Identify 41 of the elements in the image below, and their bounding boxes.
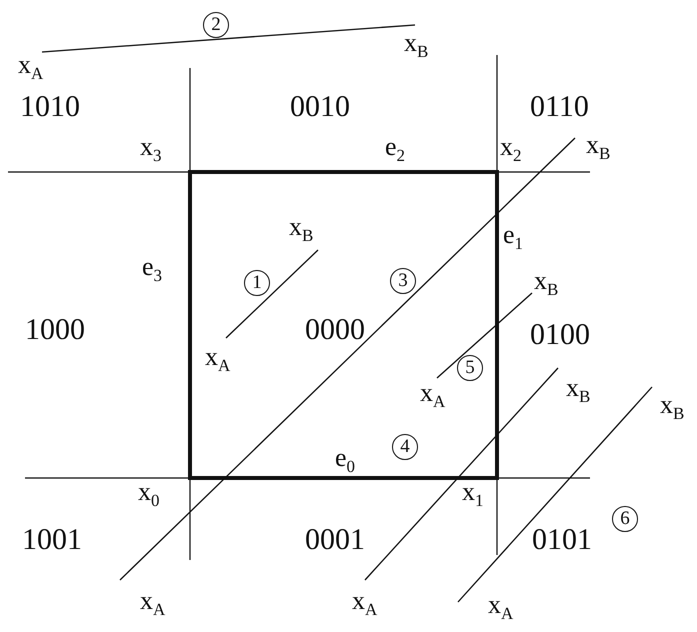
boundary-label: e$_{2}$: [385, 134, 406, 164]
boundary-label: x$_{0}$: [138, 479, 160, 509]
region-code: 0000: [305, 315, 365, 345]
region-code: 1010: [20, 92, 80, 122]
line-segment: [436, 292, 532, 378]
boundary-label: x$_{1}$: [462, 479, 484, 509]
line-segment: [42, 24, 416, 53]
endpoint-label: x$_{B}$: [289, 214, 314, 244]
endpoint-label: x$_{A}$: [488, 592, 514, 622]
boundary-label: x$_{3}$: [140, 134, 162, 164]
endpoint-label: x$_{A}$: [18, 52, 44, 82]
line-segment: [364, 368, 558, 580]
segment-number: 2: [203, 12, 229, 38]
segment-number: 1: [244, 270, 270, 296]
endpoint-label: x$_{A}$: [420, 380, 446, 410]
endpoint-label: x$_{A}$: [140, 588, 166, 618]
segment-number: 3: [390, 268, 416, 294]
boundary-label: e$_{3}$: [142, 254, 162, 284]
line-segment: [226, 250, 318, 338]
region-code: 0010: [290, 92, 350, 122]
region-code: 0001: [305, 525, 365, 555]
boundary-label: x$_{2}$: [500, 134, 522, 164]
region-code: 1001: [22, 525, 82, 555]
endpoint-label: x$_{B}$: [566, 375, 590, 405]
region-code: 0100: [530, 320, 590, 350]
endpoint-label: x$_{B}$: [534, 268, 558, 298]
region-code: 0110: [530, 92, 589, 122]
region-code: 0101: [532, 525, 592, 555]
endpoint-label: x$_{B}$: [586, 132, 610, 162]
endpoint-label: x$_{B}$: [404, 30, 428, 60]
boundary-label: e$_{1}$: [503, 222, 524, 252]
endpoint-label: x$_{B}$: [660, 392, 684, 422]
line-segment: [458, 386, 652, 602]
endpoint-label: x$_{A}$: [352, 588, 378, 618]
region-code: 1000: [25, 315, 85, 345]
boundary-label: e$_{0}$: [335, 445, 356, 475]
segment-number: 5: [457, 355, 483, 381]
endpoint-label: x$_{A}$: [205, 344, 230, 374]
segment-number: 4: [392, 434, 418, 460]
segment-number: 6: [612, 506, 638, 532]
line-segment: [120, 138, 576, 580]
